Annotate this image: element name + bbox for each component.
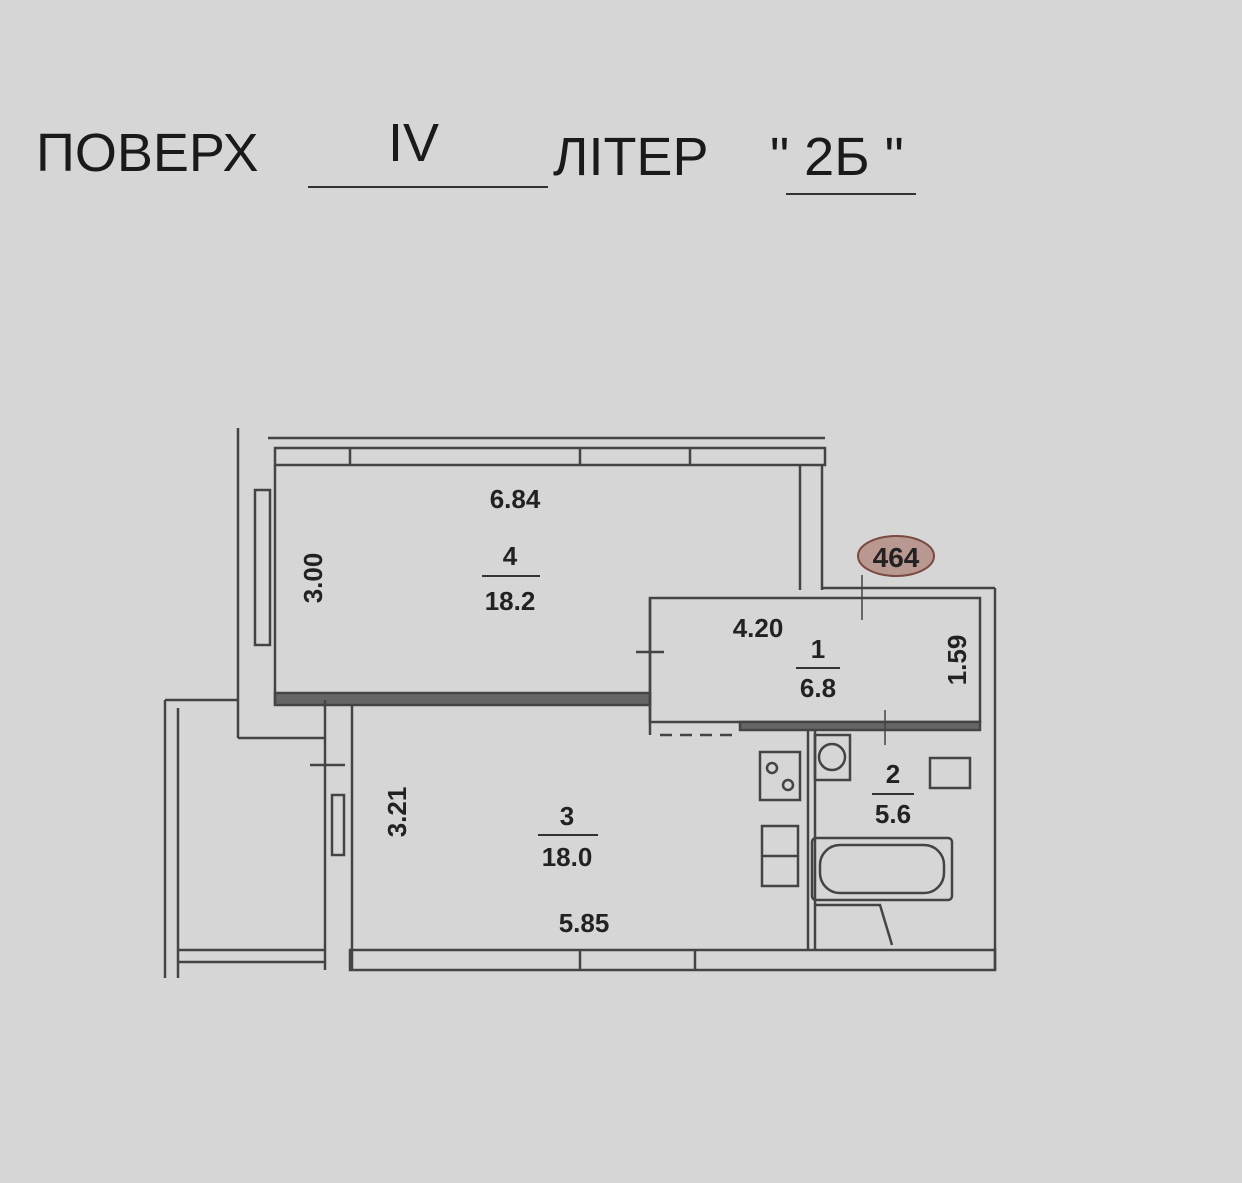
floor-label: ПОВЕРХ [36,123,259,183]
letter-label: ЛІТЕР [553,127,709,187]
room-2-area: 5.6 [875,799,911,829]
letter-value: " 2Б " [770,127,904,187]
room-3-area: 18.0 [542,842,593,872]
walls [163,428,997,978]
room-1-width: 1.59 [942,635,972,686]
room-3-number: 3 [560,801,574,831]
floor-underline [308,186,548,188]
room-1-area: 6.8 [800,673,836,703]
room-1-length: 4.20 [733,613,784,643]
room-3-width: 3.21 [382,787,412,838]
apartment-number-badge: 464 [857,535,935,577]
room-4-length: 6.84 [490,484,541,514]
room-4-area: 18.2 [485,586,536,616]
room-4-width: 3.00 [298,553,328,604]
apartment-number: 464 [873,542,920,573]
room-4-number: 4 [503,541,518,571]
room-2-number: 2 [886,759,900,789]
room-3-length: 5.85 [559,908,610,938]
letter-underline [786,193,916,195]
room-1-number: 1 [811,634,825,664]
floor-value: IV [388,113,440,173]
